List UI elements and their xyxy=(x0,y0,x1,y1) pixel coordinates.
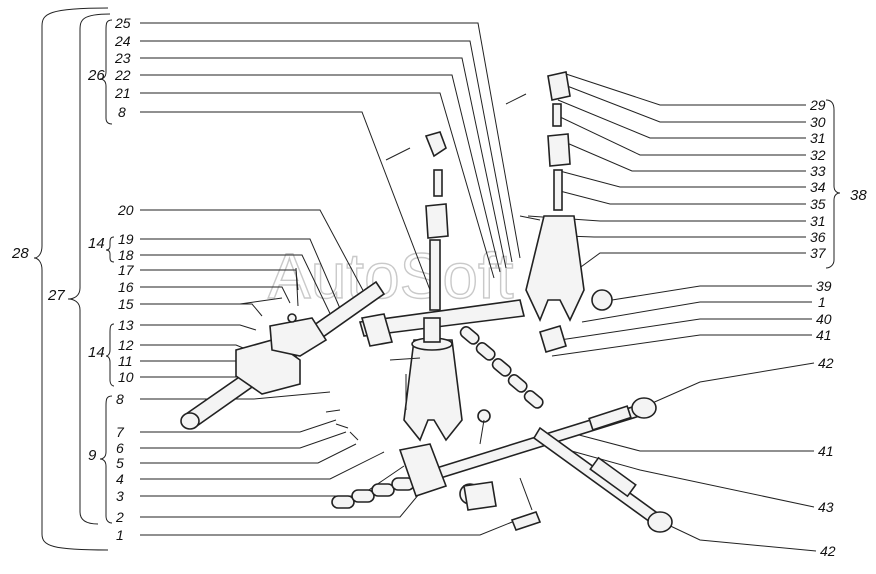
brace-28 xyxy=(33,7,109,551)
hitch-block xyxy=(398,443,448,498)
lift-arm xyxy=(358,299,525,337)
part-number-41: 41 xyxy=(818,443,834,459)
part-number-30: 30 xyxy=(810,114,826,130)
part-number-34: 34 xyxy=(810,179,826,195)
group-number-26: 26 xyxy=(87,67,105,84)
part-number-33: 33 xyxy=(810,163,826,179)
part-number-42: 42 xyxy=(818,355,834,371)
part-number-37: 37 xyxy=(810,245,827,261)
group-number-27: 27 xyxy=(47,287,65,304)
group-number-28: 28 xyxy=(11,245,29,262)
part-number-39: 39 xyxy=(816,278,832,294)
part-number-43: 43 xyxy=(818,499,834,515)
mechanism-parts xyxy=(180,71,673,533)
part-number-17: 17 xyxy=(118,262,135,278)
group-number-9: 9 xyxy=(88,447,97,464)
right-yoke xyxy=(525,215,585,323)
brace-26 xyxy=(99,19,113,125)
part-number-10: 10 xyxy=(118,369,134,385)
part-number-8: 8 xyxy=(116,391,124,407)
part-number-1: 1 xyxy=(116,527,124,543)
part-number-20: 20 xyxy=(117,202,134,218)
part-number-3: 3 xyxy=(116,488,124,504)
part-number-5: 5 xyxy=(116,455,124,471)
part-number-8: 8 xyxy=(118,104,126,120)
part-number-19: 19 xyxy=(118,231,134,247)
group-number-14: 14 xyxy=(88,344,105,361)
vertical-rod xyxy=(429,239,441,311)
group-numbers: 26 14 14 9 27 28 xyxy=(11,67,105,464)
watermark-text: AutoSoft xyxy=(268,240,514,312)
brace-9 xyxy=(99,395,113,524)
clevis-top xyxy=(424,131,447,158)
part-number-41: 41 xyxy=(816,327,832,343)
part-number-4: 4 xyxy=(116,471,124,487)
lower-fork xyxy=(403,339,463,442)
part-number-21: 21 xyxy=(114,85,131,101)
part-number-31: 31 xyxy=(810,213,826,229)
top-shackle xyxy=(547,71,571,101)
part-number-29: 29 xyxy=(809,97,826,113)
brace-14-lower xyxy=(105,323,115,387)
part-number-36: 36 xyxy=(810,229,826,245)
brace-38 xyxy=(825,99,841,269)
part-number-2: 2 xyxy=(115,509,124,525)
braces xyxy=(33,7,841,551)
part-number-23: 23 xyxy=(114,50,131,66)
part-number-12: 12 xyxy=(118,337,134,353)
part-number-1: 1 xyxy=(818,294,826,310)
part-number-35: 35 xyxy=(810,196,826,212)
part-number-40: 40 xyxy=(816,311,832,327)
part-number-11: 11 xyxy=(118,353,133,369)
check-chain-right xyxy=(459,325,544,409)
lower-link-lower xyxy=(532,426,658,524)
group-number-14: 14 xyxy=(88,235,105,252)
part-number-7: 7 xyxy=(116,424,125,440)
part-number-15: 15 xyxy=(118,296,134,312)
part-number-16: 16 xyxy=(118,279,134,295)
part-number-31: 31 xyxy=(810,130,826,146)
group-number-38: 38 xyxy=(850,187,867,204)
part-number-18: 18 xyxy=(118,247,134,263)
part-number-22: 22 xyxy=(114,67,131,83)
part-number-25: 25 xyxy=(114,15,131,31)
part-number-32: 32 xyxy=(810,147,826,163)
part-number-24: 24 xyxy=(114,33,131,49)
bracket-upper xyxy=(269,317,328,357)
part-number-6: 6 xyxy=(116,440,124,456)
part-number-42: 42 xyxy=(820,543,836,559)
check-chain-left xyxy=(331,477,415,509)
part-number-13: 13 xyxy=(118,317,134,333)
shaft-end xyxy=(180,412,200,430)
brace-14-upper xyxy=(105,236,115,263)
brace-27 xyxy=(67,13,111,525)
